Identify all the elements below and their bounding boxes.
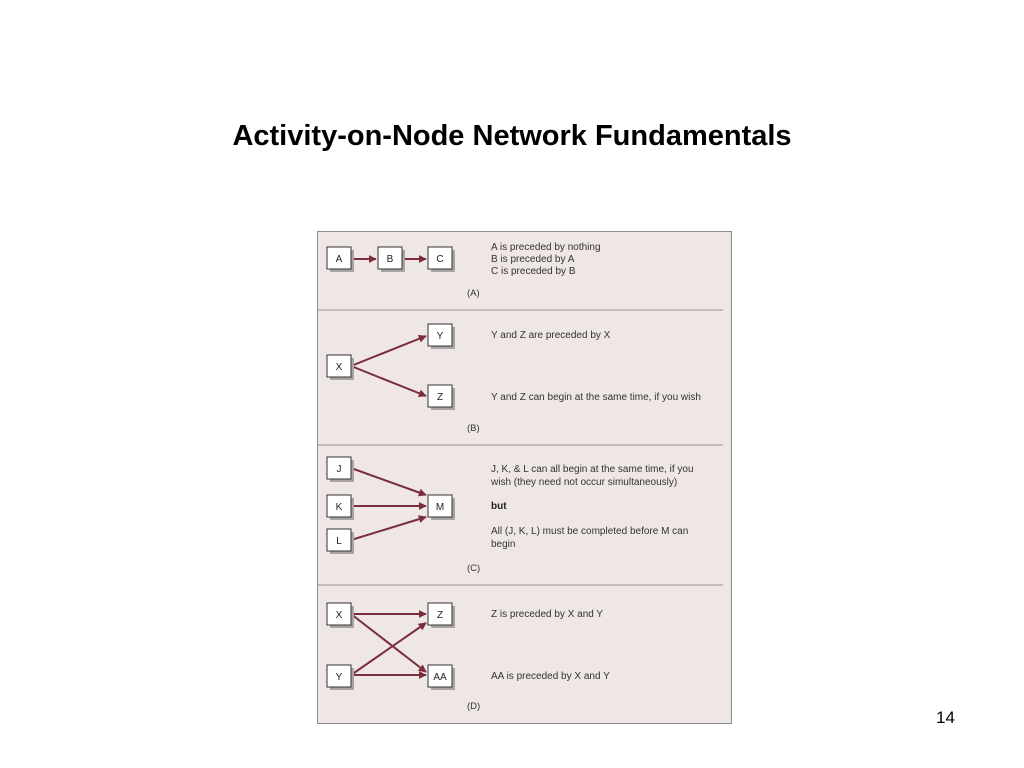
- slide-title: Activity-on-Node Network Fundamentals: [232, 120, 792, 152]
- svg-text:Z: Z: [437, 392, 443, 403]
- svg-text:B: B: [387, 254, 394, 265]
- panel-caption: (C): [467, 563, 480, 574]
- arrow-x-to-aa: [350, 613, 427, 673]
- node-z: Z: [427, 384, 455, 410]
- node-x: X: [326, 354, 354, 380]
- arrow-l-to-m: [350, 515, 427, 541]
- svg-text:A: A: [336, 254, 343, 265]
- svg-text:Z: Z: [437, 610, 443, 621]
- arrow-x-to-z: [350, 365, 427, 398]
- svg-text:M: M: [436, 502, 444, 513]
- description-line: C is preceded by B: [491, 266, 576, 277]
- description-line: AA is preceded by X and Y: [491, 671, 610, 682]
- node-a: A: [326, 246, 354, 272]
- panel-b: X Y Z Y and Z are preceded by X Y and Z …: [326, 323, 701, 434]
- description-line: Y and Z are preceded by X: [491, 330, 611, 341]
- aon-diagram: A B C A is preceded by nothing B is prec…: [318, 242, 723, 712]
- panel-a: A B C A is preceded by nothing B is prec…: [326, 242, 601, 299]
- svg-text:X: X: [336, 610, 343, 621]
- description-line: All (J, K, L) must be completed before M…: [491, 526, 688, 537]
- node-k: K: [326, 494, 354, 520]
- arrow-x-to-y: [350, 334, 427, 367]
- node-y: Y: [326, 664, 354, 690]
- description-line: J, K, & L can all begin at the same time…: [491, 464, 694, 475]
- svg-text:C: C: [436, 254, 443, 265]
- svg-text:K: K: [336, 502, 343, 513]
- panel-caption: (D): [467, 701, 480, 712]
- description-line: A is preceded by nothing: [491, 242, 601, 253]
- node-aa: AA: [427, 664, 455, 690]
- svg-text:X: X: [336, 362, 343, 373]
- svg-text:AA: AA: [433, 672, 447, 683]
- node-y: Y: [427, 323, 455, 349]
- page-number: 14: [936, 708, 955, 727]
- node-c: C: [427, 246, 455, 272]
- panel-caption: (B): [467, 423, 480, 434]
- description-line: but: [491, 501, 507, 512]
- description-line: B is preceded by A: [491, 254, 575, 265]
- svg-text:Y: Y: [437, 331, 444, 342]
- description-line: Y and Z can begin at the same time, if y…: [491, 392, 701, 403]
- description-line: begin: [491, 539, 515, 550]
- svg-text:J: J: [337, 464, 342, 475]
- node-m: M: [427, 494, 455, 520]
- arrow-y-to-z: [350, 622, 427, 676]
- node-z: Z: [427, 602, 455, 628]
- description-line: wish (they need not occur simultaneously…: [490, 477, 677, 488]
- node-x: X: [326, 602, 354, 628]
- panel-d: X Y Z AA Z is preceded by X and Y AA is …: [326, 602, 610, 712]
- description-line: Z is preceded by X and Y: [491, 609, 603, 620]
- node-b: B: [377, 246, 405, 272]
- node-j: J: [326, 456, 354, 482]
- svg-text:L: L: [336, 536, 342, 547]
- arrow-j-to-m: [350, 467, 427, 497]
- panel-c: J K L M J, K, & L can all begin at the s…: [326, 456, 694, 574]
- svg-text:Y: Y: [336, 672, 343, 683]
- node-l: L: [326, 528, 354, 554]
- aon-figure: A B C A is preceded by nothing B is prec…: [317, 231, 732, 724]
- panel-caption: (A): [467, 288, 480, 299]
